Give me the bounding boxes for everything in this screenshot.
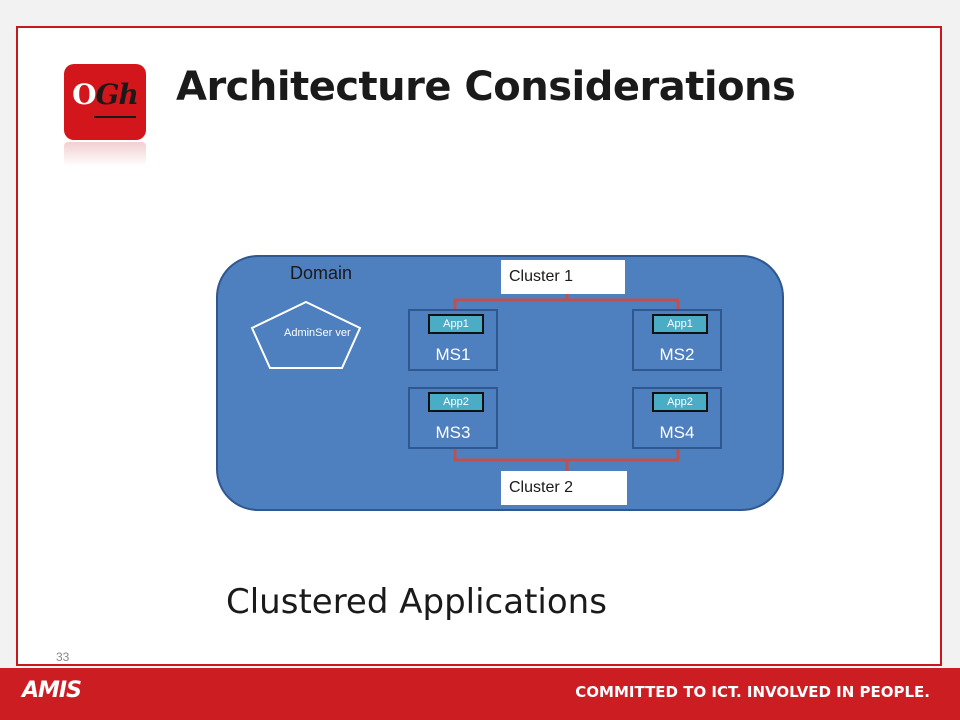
footer-tagline: COMMITTED TO ICT. INVOLVED IN PEOPLE. [575, 683, 930, 701]
slide-subtitle: Clustered Applications [226, 582, 607, 622]
admin-server-shape [250, 300, 362, 369]
managed-server-label: MS2 [659, 345, 695, 364]
cluster-2-label: Cluster 2 [501, 471, 627, 505]
managed-server-ms2: App1 MS2 [632, 309, 722, 371]
footer-bar: AMIS COMMITTED TO ICT. INVOLVED IN PEOPL… [0, 668, 960, 720]
logo-underline [94, 116, 136, 118]
domain-container [216, 255, 784, 511]
amis-logo: AMIS [22, 678, 82, 703]
managed-server-ms1: App1 MS1 [408, 309, 498, 371]
page-title: Architecture Considerations [176, 64, 796, 110]
admin-server-label: AdminSer ver [284, 327, 351, 339]
app-chip: App2 [652, 392, 708, 412]
managed-server-ms3: App2 MS3 [408, 387, 498, 449]
app-chip: App2 [428, 392, 484, 412]
app-chip: App1 [428, 314, 484, 334]
app-chip: App1 [652, 314, 708, 334]
cluster-1-label: Cluster 1 [501, 260, 625, 294]
logo-text-dark: Gh [95, 78, 139, 111]
managed-server-label: MS4 [659, 423, 695, 442]
domain-label: Domain [290, 263, 353, 283]
managed-server-ms4: App2 MS4 [632, 387, 722, 449]
page-number: 33 [56, 650, 70, 664]
managed-server-label: MS3 [435, 423, 471, 442]
logo-text-light: O [72, 78, 96, 111]
ogh-logo: OGh [64, 64, 146, 140]
logo-reflection [64, 142, 146, 166]
managed-server-label: MS1 [435, 345, 471, 364]
